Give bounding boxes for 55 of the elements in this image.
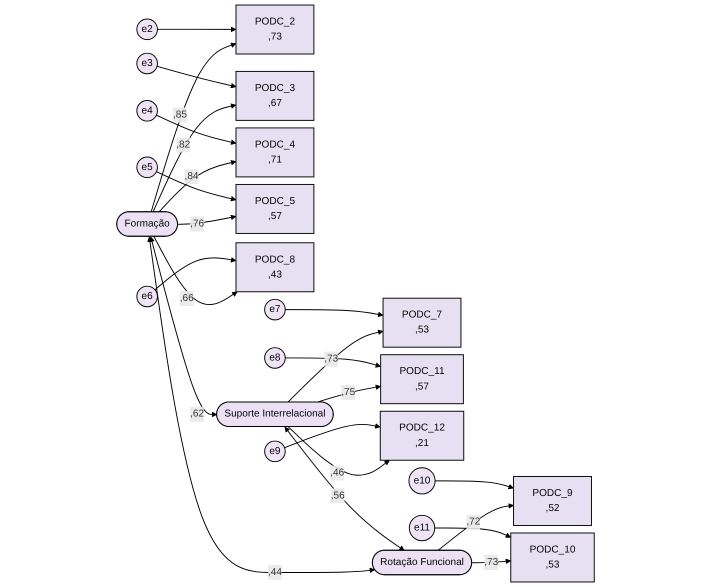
node-circle: e11 [408,514,436,542]
edge-label: ,73 [484,556,498,568]
arrow [150,42,236,212]
arrow [156,114,236,145]
arrow [284,309,384,318]
arrow [152,103,236,212]
node-box: PODC_10 ,53 [510,532,595,582]
arrow [154,236,238,306]
arrow [472,558,512,564]
edge-label: ,62 [190,408,204,420]
node-circle: e8 [264,347,286,369]
node-box: PODC_5 ,57 [236,184,314,234]
node-box: PODC_7 ,53 [382,298,462,348]
edge-label: ,85 [173,109,187,120]
edge-label: ,75 [341,386,356,398]
node-circle: e6 [136,286,158,308]
edge-label: ,56 [330,490,345,501]
node-box: PODC_3 ,67 [236,70,314,121]
node-box: PODC_8 ,43 [236,242,314,292]
edge-label: ,82 [176,139,190,150]
arrow [147,236,376,574]
node-box: PODC_9 ,52 [513,476,592,526]
node-circle: e3 [136,52,158,74]
arrow [434,528,512,538]
arrow [177,214,236,225]
node-box: PODC_12 ,21 [380,410,464,461]
arrow [288,426,390,476]
edge-label: ,66 [180,292,194,304]
node-box: PODC_11 ,57 [380,354,464,404]
arrow [156,171,236,202]
node-circle: e2 [136,18,158,40]
edge-label: ,46 [330,467,344,478]
arrow [434,480,514,490]
arrow [156,26,236,32]
arrow [154,257,236,290]
node-circle: e5 [136,156,158,178]
edge-label: ,44 [268,566,282,578]
node-circle: e7 [264,298,286,320]
arrow [284,423,381,448]
arrow [149,236,218,418]
arrow [284,426,405,551]
edge-label: ,84 [184,170,199,182]
node-circle: e4 [136,100,158,122]
edge-label: ,72 [466,516,480,528]
arrow [284,358,381,368]
node-box: PODC_4 ,71 [236,127,314,178]
arrow [156,66,236,88]
arrow [287,330,384,403]
edge-label: ,76 [190,218,204,229]
node-circle: e10 [408,467,436,494]
arrow [437,503,514,551]
node-circle: e9 [264,440,286,462]
node-box: PODC_2 ,73 [236,4,314,54]
arrow [158,160,236,212]
edge-label: ,73 [324,354,338,364]
